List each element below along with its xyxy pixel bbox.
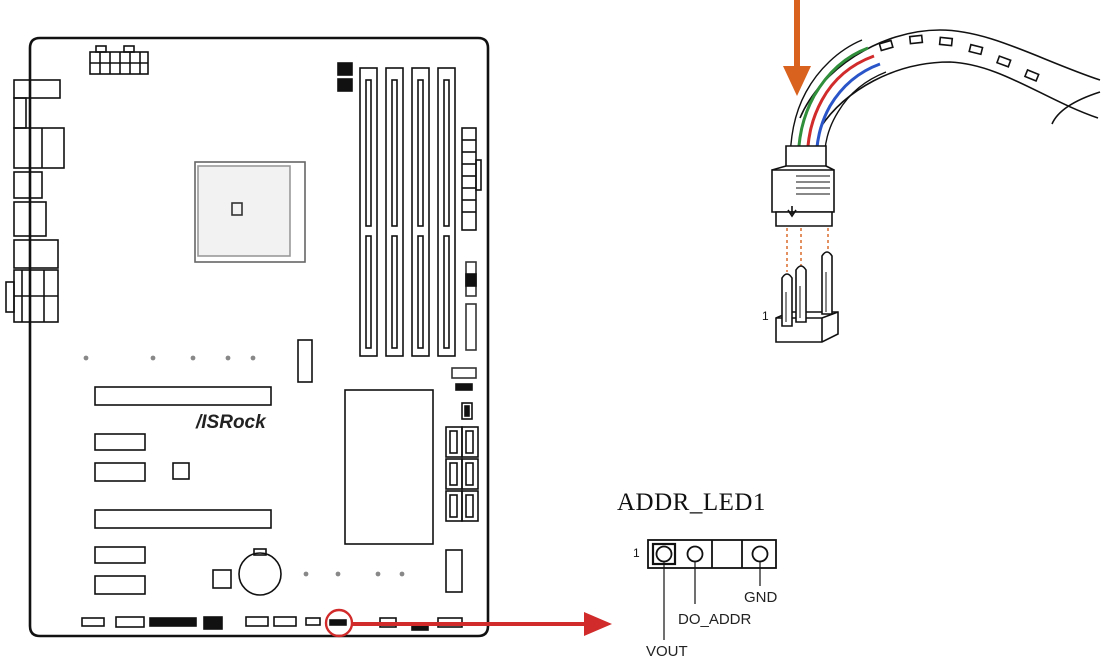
header-pin1-mark: 1 — [633, 546, 640, 560]
standoff-dots — [83, 355, 405, 577]
header-title: ADDR_LED1 — [617, 489, 766, 516]
pin-header-3d — [775, 251, 839, 343]
chipset — [344, 389, 434, 545]
bottom-headers — [81, 616, 463, 631]
connector-detail: 1 — [762, 0, 1101, 343]
wire-green — [796, 46, 869, 167]
cable-plug — [771, 145, 835, 227]
cpu-socket — [194, 161, 306, 263]
atx-power-connector — [461, 127, 482, 231]
alignment-dashes — [786, 228, 829, 272]
expansion-slots — [94, 386, 272, 595]
pointer-arrow — [352, 612, 612, 636]
memory-slots — [359, 67, 456, 357]
header-pins — [647, 539, 777, 569]
cpu-power-connector — [89, 45, 149, 75]
pin-label-vout: VOUT — [646, 643, 688, 659]
header-pin-2 — [686, 545, 704, 563]
pin-leader-lines — [663, 562, 761, 640]
cmos-battery — [238, 552, 282, 596]
rear-io — [5, 79, 65, 323]
sata-ports — [445, 402, 479, 522]
wire-red — [805, 54, 875, 167]
pin-header-pin1-mark: 1 — [762, 309, 769, 323]
wire-blue — [814, 62, 881, 167]
header-pin-4 — [751, 545, 769, 563]
insert-direction-arrow — [783, 0, 811, 96]
led-strip — [799, 29, 1101, 129]
led-chips — [878, 34, 1040, 82]
board-outline — [28, 36, 490, 638]
motherboard — [5, 36, 490, 638]
board-brand-logo: /ISRock — [195, 412, 267, 433]
pin-label-gnd: GND — [744, 589, 778, 606]
pin-label-do-addr: DO_ADDR — [678, 611, 752, 628]
